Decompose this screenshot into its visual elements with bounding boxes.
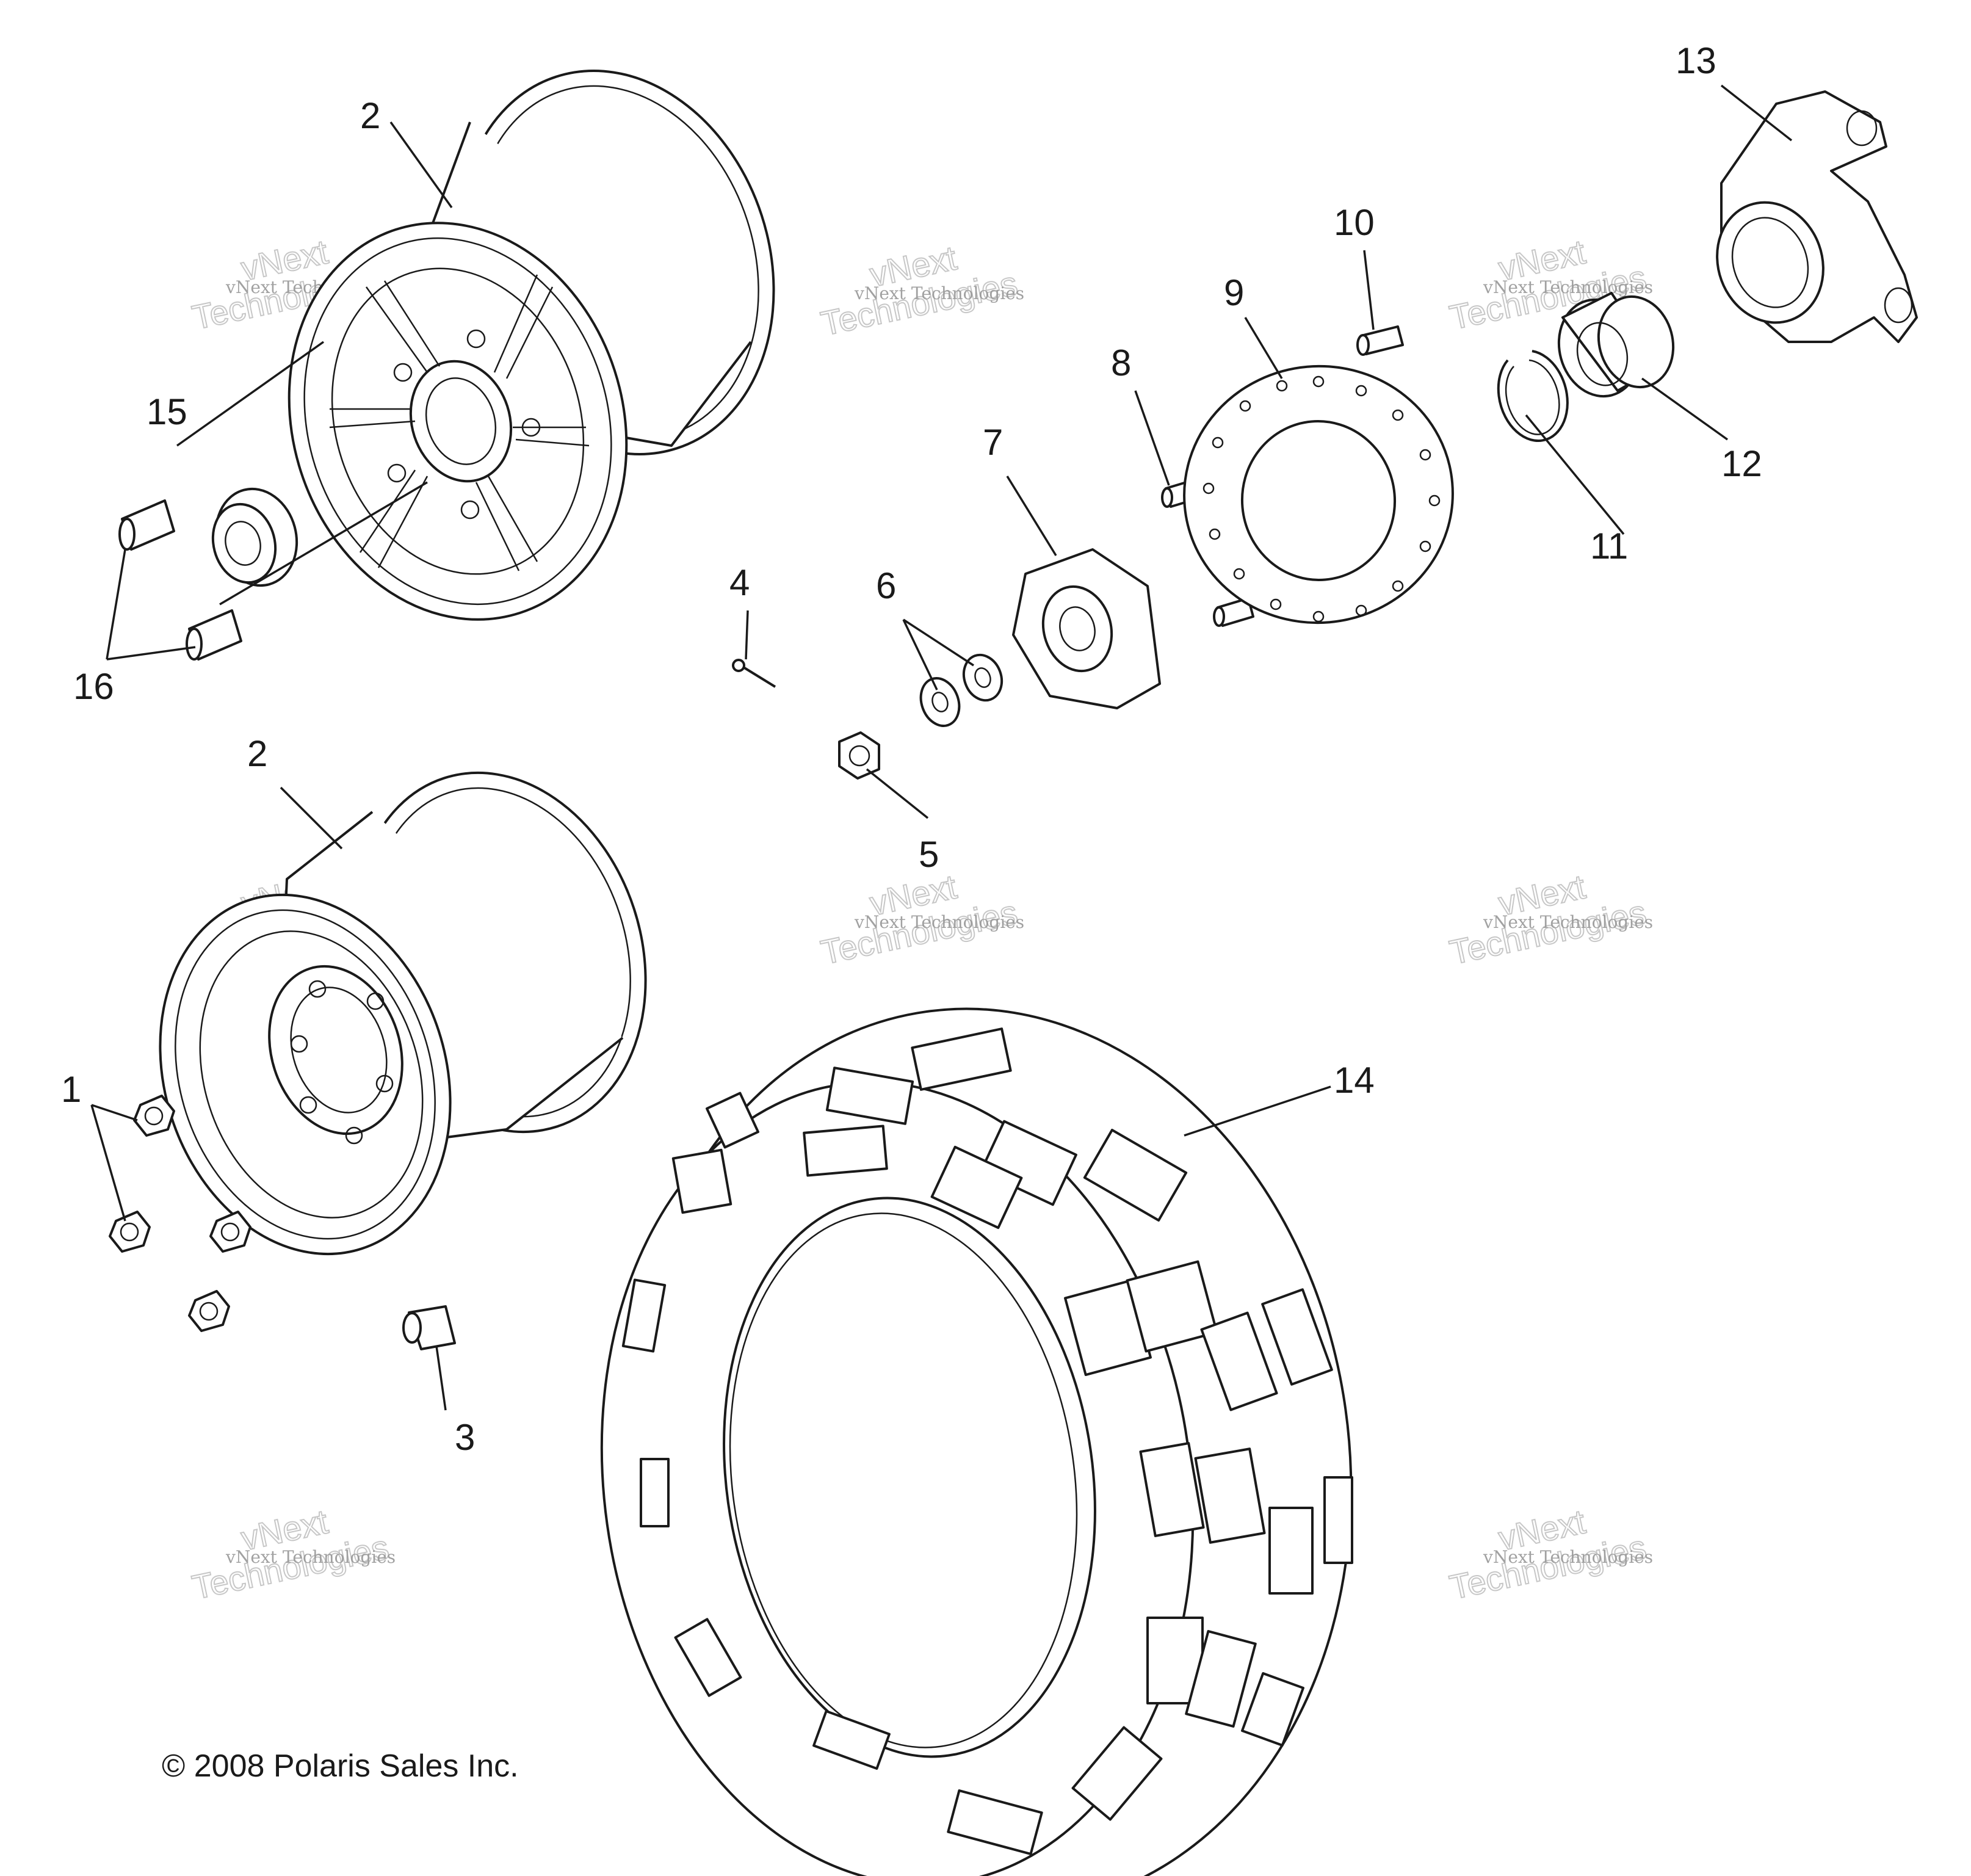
watermark-text: vNext Technologies bbox=[1483, 912, 1653, 932]
washers bbox=[919, 653, 1004, 727]
callout-5: 5 bbox=[919, 834, 939, 875]
watermark-text: vNext Technologies bbox=[1483, 1547, 1653, 1567]
callout-14: 14 bbox=[1334, 1060, 1375, 1101]
lug-sleeves bbox=[118, 499, 242, 661]
callout-16: 16 bbox=[73, 666, 114, 707]
callout-9: 9 bbox=[1224, 272, 1244, 313]
watermark: vNext Technologies vNext Technologies bbox=[1445, 1501, 1653, 1607]
wheel-bearing bbox=[1557, 292, 1675, 398]
leader-lines bbox=[90, 84, 1793, 1411]
watermark: vNext Technologies vNext Technologies bbox=[188, 1501, 396, 1607]
callout-15: 15 bbox=[146, 391, 187, 432]
center-cap bbox=[211, 487, 298, 587]
callout-8: 8 bbox=[1111, 342, 1131, 383]
brake-disc bbox=[1183, 364, 1454, 625]
callout-11: 11 bbox=[1590, 526, 1628, 567]
watermark: vNext Technologies vNext Technologies bbox=[817, 866, 1024, 972]
watermark-text: vNext Technologies bbox=[854, 283, 1024, 303]
disc-bolt bbox=[1356, 325, 1404, 356]
copyright-notice: © 2008 Polaris Sales Inc. bbox=[162, 1748, 519, 1784]
watermark-text: vNext Technologies bbox=[854, 912, 1024, 932]
callout-2-lower: 2 bbox=[247, 733, 267, 774]
callout-7: 7 bbox=[983, 422, 1003, 463]
watermark: vNext Technologies vNext Technologies bbox=[1445, 866, 1653, 972]
callout-1: 1 bbox=[61, 1069, 81, 1110]
steering-knuckle bbox=[1716, 90, 1918, 343]
callout-12: 12 bbox=[1721, 443, 1762, 484]
valve-stem bbox=[402, 1305, 456, 1350]
wheel-hub bbox=[1012, 548, 1161, 709]
lug-nuts bbox=[109, 1095, 251, 1332]
upper-wheel bbox=[288, 70, 775, 621]
retaining-ring bbox=[1497, 350, 1569, 442]
callout-6: 6 bbox=[876, 565, 896, 606]
tread-blocks bbox=[621, 1027, 1353, 1855]
watermark: vNext Technologies vNext Technologies bbox=[817, 237, 1024, 343]
cotter-pin bbox=[732, 659, 776, 688]
callout-labels: 1 2 2 3 4 5 6 7 8 9 10 11 12 13 14 15 16 bbox=[61, 40, 1762, 1458]
disc-holes bbox=[1202, 375, 1441, 623]
watermark-text: vNext Technologies bbox=[1483, 277, 1653, 297]
callout-4: 4 bbox=[729, 562, 750, 603]
lower-wheel bbox=[159, 771, 647, 1256]
tire bbox=[600, 1007, 1353, 1876]
callout-13: 13 bbox=[1676, 40, 1716, 81]
callout-3: 3 bbox=[455, 1417, 475, 1458]
callout-2-upper: 2 bbox=[360, 95, 380, 136]
callout-10: 10 bbox=[1334, 202, 1375, 243]
watermark-text: vNext Technologies bbox=[225, 1547, 396, 1567]
castle-nut bbox=[838, 731, 880, 780]
